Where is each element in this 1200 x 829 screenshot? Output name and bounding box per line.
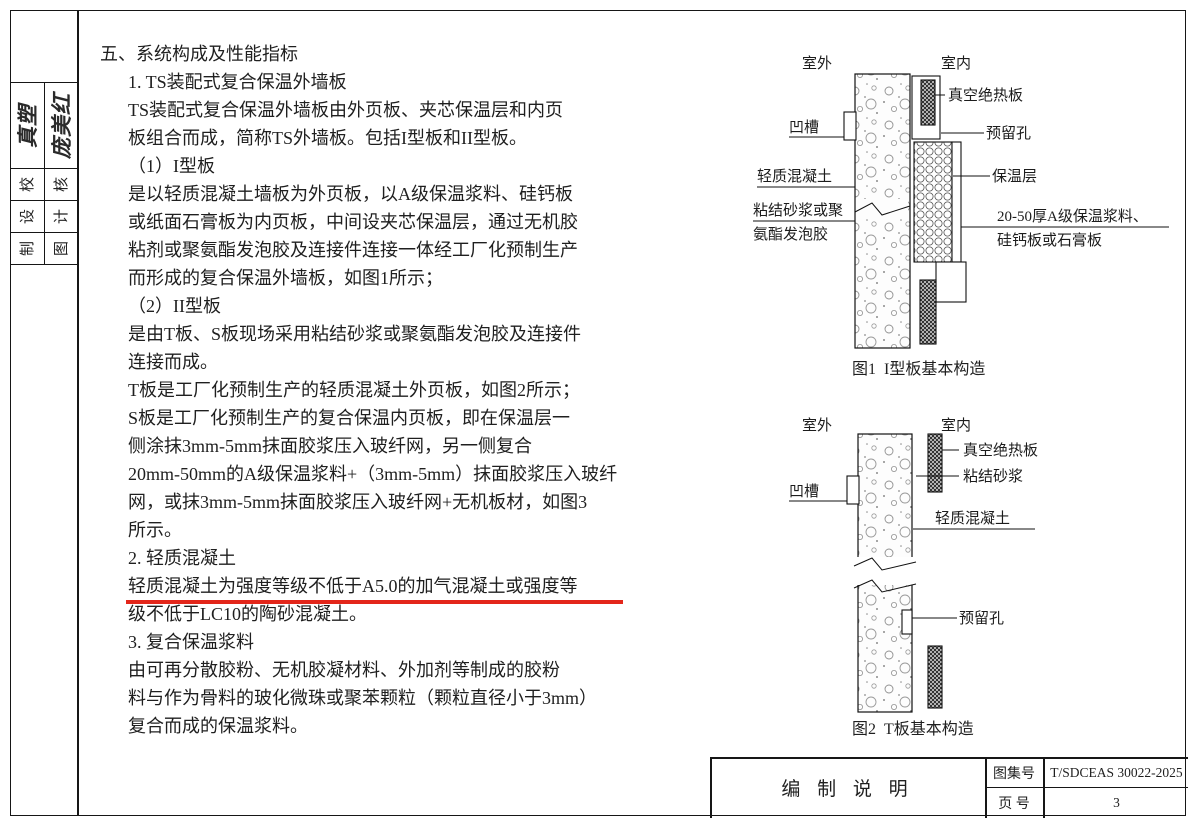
fig2-label-outside: 室外 [802, 417, 832, 434]
fig1-label-bonding-2: 氨酯发泡胶 [753, 226, 828, 243]
text-line: 3. 复合保温浆料 [128, 632, 254, 652]
sidebar-divider-line [77, 10, 79, 816]
signature-2: 庞美红 [50, 92, 74, 159]
fig1-label-outside: 室外 [802, 55, 832, 72]
atlas-number-label: 图集号 [993, 766, 1035, 782]
fig2-break-mask [856, 557, 914, 585]
figure1-caption: 图1 I型板基本构造 [852, 361, 986, 378]
page-border [10, 10, 1186, 816]
red-underline-annotation [126, 600, 623, 604]
strip-label: 校 [20, 176, 37, 192]
text-line: 1. TS装配式复合保温外墙板 [128, 72, 347, 92]
fig1-insulation-shape [913, 141, 953, 263]
strip-cell-draft2: 图 [45, 232, 77, 264]
text-line: TS装配式复合保温外墙板由外页板、夹芯保温层和内页 [128, 100, 564, 120]
strip-cell-design2: 计 [45, 200, 77, 232]
strip-vline [43, 82, 45, 264]
fig1-step-shape [935, 261, 967, 303]
text-line: 复合而成的保温浆料。 [128, 716, 308, 736]
text-line: 所示。 [128, 520, 182, 540]
text-line: 粘剂或聚氨酯发泡胶及连接件连接一体经工厂化预制生产 [128, 240, 578, 260]
fig2-vacuum-panel-top-shape [927, 433, 943, 493]
text-line: 是以轻质混凝土墙板为外页板，以A级保温浆料、硅钙板 [128, 184, 573, 204]
atlas-number-value: T/SDCEAS 30022-2025 [1050, 764, 1183, 780]
titleblock-line [985, 787, 1188, 789]
fig1-break-symbol [854, 202, 911, 216]
page-number-value: 3 [1113, 794, 1120, 810]
text-line: （1）I型板 [128, 156, 215, 176]
fig1-inner-board-shape [951, 141, 962, 263]
text-line: 级不低于LC10的陶砂混凝土。 [128, 604, 367, 624]
figure2-caption: 图2 T板基本构造 [852, 721, 974, 738]
fig1-label-hole: 预留孔 [986, 125, 1031, 142]
section-heading: 五、系统构成及性能指标 [100, 44, 298, 64]
strip-cell-design: 设 [11, 200, 43, 232]
text-line: （2）II型板 [128, 296, 221, 316]
fig1-vacuum-panel-shape [920, 79, 936, 126]
fig1-label-concrete: 轻质混凝土 [757, 168, 832, 185]
text-line: 由可再分散胶粉、无机胶凝材料、外加剂等制成的胶粉 [128, 660, 560, 680]
fig2-break-symbol [853, 557, 917, 571]
text-line: 或纸面石膏板为内页板，中间设夹芯保温层，通过无机胶 [128, 212, 578, 232]
page-number-label: 页 号 [998, 796, 1030, 812]
strip-label: 制 [20, 240, 37, 256]
figure2-diagram: 室外 室内 真空绝热板 粘结砂浆 凹槽 轻质混凝土 预留孔 [789, 417, 1038, 713]
fig1-vacuum-panel-lower-shape [919, 279, 937, 345]
strip-cell-draft: 制 [11, 232, 43, 264]
fig2-label-hole: 预留孔 [959, 610, 1004, 627]
text-line: 网，或抹3mm-5mm抹面胶浆压入玻纤网+无机板材，如图3 [128, 492, 588, 512]
strip-label: 计 [54, 208, 71, 224]
fig2-label-inside: 室内 [941, 417, 971, 434]
fig2-label-vacuum: 真空绝热板 [963, 441, 1038, 459]
text-line: 连接而成。 [128, 352, 218, 372]
fig2-break-symbol [853, 579, 917, 593]
titleblock-line [710, 757, 712, 818]
strip-label: 图 [54, 240, 71, 256]
fig2-hole-shape [901, 609, 913, 635]
figure1-diagram: 室外 室内 真空绝热板 凹槽 预留孔 轻质混凝土 保温层 粘结砂浆或聚 氨酯发泡… [753, 55, 1169, 349]
text-line: 料与作为骨料的玻化微珠或聚苯颗粒（颗粒直径小于3mm） [128, 688, 597, 708]
text-line: 20mm-50mm的A级保温浆料+（3mm-5mm）抹面胶浆压入玻纤 [128, 464, 618, 484]
fig1-label-insulation: 保温层 [992, 168, 1037, 185]
signature-cell-1: 真塑 [11, 83, 43, 168]
fig1-label-board-1: 20-50厚A级保温浆料、 [997, 207, 1148, 225]
strip-cell-check2: 核 [45, 168, 77, 200]
main-text: 1. TS装配式复合保温外墙板 TS装配式复合保温外墙板由外页板、夹芯保温层和内… [128, 68, 617, 740]
text-line: 板组合而成，简称TS外墙板。包括I型板和II型板。 [128, 128, 527, 148]
text-line-highlighted: 轻质混凝土为强度等级不低于A5.0的加气混凝土或强度等 [128, 576, 578, 596]
fig1-groove-shape [843, 111, 857, 141]
text-line: 而形成的复合保温外墙板，如图1所示； [128, 268, 443, 288]
fig2-label-concrete: 轻质混凝土 [935, 510, 1010, 527]
fig1-label-groove: 凹槽 [789, 119, 819, 136]
fig1-break-mask [857, 199, 908, 217]
text-line: 侧涂抹3mm-5mm抹面胶浆压入玻纤网，另一侧复合 [128, 436, 532, 456]
fig1-label-inside: 室内 [941, 55, 971, 72]
signature-1: 真塑 [16, 103, 40, 148]
strip-hline [10, 264, 79, 266]
signature-cell-2: 庞美红 [45, 83, 77, 168]
text-line: 2. 轻质混凝土 [128, 548, 236, 568]
strip-label: 设 [20, 208, 37, 224]
titleblock-line [710, 757, 1188, 759]
titleblock-title: 编 制 说 明 [781, 779, 914, 800]
fig1-label-vacuum: 真空绝热板 [948, 86, 1023, 104]
fig2-label-mortar: 粘结砂浆 [963, 467, 1023, 485]
text-line: S板是工厂化预制生产的复合保温内页板，即在保温层一 [128, 408, 571, 428]
fig1-label-board-2: 硅钙板或石膏板 [997, 231, 1102, 249]
text-line: T板是工厂化预制生产的轻质混凝土外页板，如图2所示； [128, 380, 580, 400]
fig2-groove-shape [846, 475, 860, 505]
text-line: 是由T板、S板现场采用粘结砂浆或聚氨酯发泡胶及连接件 [128, 324, 582, 344]
strip-label: 核 [54, 176, 71, 192]
fig2-vacuum-panel-bottom-shape [927, 645, 943, 709]
strip-cell-check: 校 [11, 168, 43, 200]
fig2-label-groove: 凹槽 [789, 483, 819, 500]
fig1-label-bonding-1: 粘结砂浆或聚 [753, 201, 843, 219]
